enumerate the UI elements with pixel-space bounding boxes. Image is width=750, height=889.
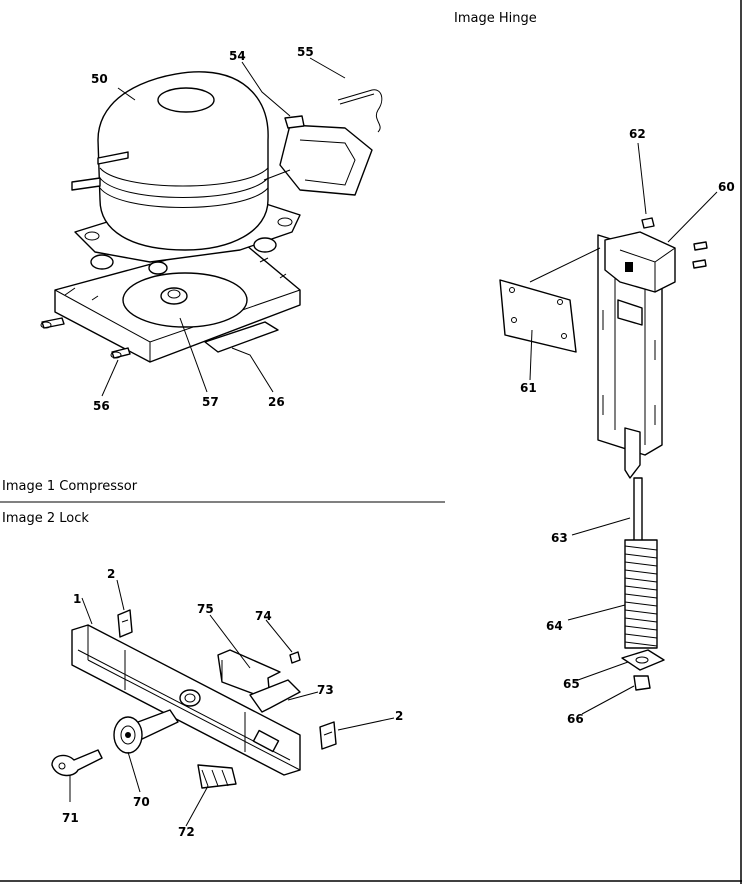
- process-tube: [97, 151, 129, 165]
- decal-left: [117, 609, 133, 638]
- callout-54: 54: [229, 49, 246, 63]
- mounting-bracket: [204, 321, 279, 353]
- lock-slot: [252, 729, 280, 753]
- hinge-washer-plate: [621, 649, 665, 671]
- lock-section-title: Image 2 Lock: [2, 511, 89, 526]
- callout-2-right: 2: [395, 709, 403, 723]
- callout-74: 74: [255, 609, 272, 623]
- callout-71: 71: [62, 811, 79, 825]
- callout-65: 65: [563, 677, 580, 691]
- callout-61: 61: [520, 381, 537, 395]
- hinge-assembly: [499, 217, 708, 691]
- hinge-mount-plate: [499, 279, 577, 353]
- callout-72: 72: [178, 825, 195, 839]
- lock-key: [51, 749, 103, 777]
- callout-66: 66: [567, 712, 584, 726]
- callout-1: 1: [73, 592, 81, 606]
- hinge-nut: [633, 675, 651, 691]
- hinge-pin: [633, 477, 643, 546]
- hinge-spring: [624, 539, 658, 649]
- suction-tube: [71, 177, 101, 191]
- callout-2-left: 2: [107, 567, 115, 581]
- callout-63: 63: [551, 531, 568, 545]
- lock-screw: [289, 651, 301, 664]
- decal-right: [319, 721, 337, 750]
- hinge-top-block: [604, 231, 676, 293]
- callout-73: 73: [317, 683, 334, 697]
- grommet-57: [160, 287, 188, 305]
- hinge-section-title: Image Hinge: [454, 11, 537, 26]
- compressor-assembly: [40, 71, 383, 363]
- callout-75: 75: [197, 602, 214, 616]
- callout-50: 50: [91, 72, 108, 86]
- lock-assembly: [51, 609, 337, 789]
- callout-26: 26: [268, 395, 285, 409]
- callout-70: 70: [133, 795, 150, 809]
- callout-57: 57: [202, 395, 219, 409]
- lock-clip: [249, 679, 301, 713]
- side-screw-upper: [693, 241, 708, 251]
- compressor-shell: [97, 71, 269, 251]
- callout-62: 62: [629, 127, 646, 141]
- rubber-foot-right: [253, 237, 277, 253]
- wire-harness: [337, 89, 383, 133]
- side-screw-lower: [692, 259, 707, 269]
- callout-56: 56: [93, 399, 110, 413]
- callout-64: 64: [546, 619, 563, 633]
- shell-top-dome: [157, 87, 215, 113]
- callout-55: 55: [297, 45, 314, 59]
- compressor-section-title: Image 1 Compressor: [2, 479, 138, 494]
- callout-60: 60: [718, 180, 735, 194]
- rubber-foot-left: [90, 254, 114, 270]
- terminal-cover: [279, 124, 373, 196]
- screw-62: [641, 217, 655, 229]
